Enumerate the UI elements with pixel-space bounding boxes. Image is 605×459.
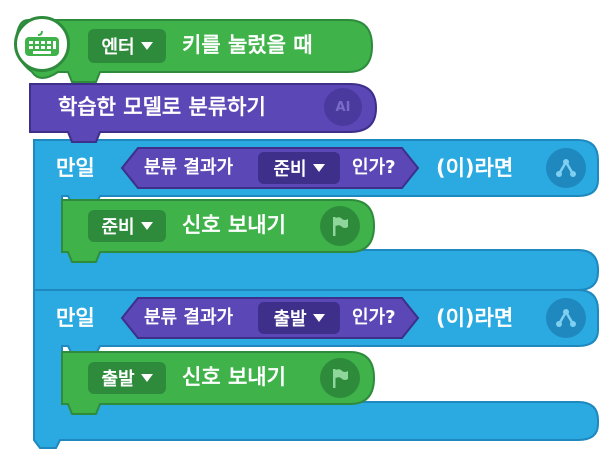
cond-dropdown-1[interactable]: 준비 [258, 152, 340, 184]
signal-dropdown-2[interactable]: 출발 [88, 362, 166, 394]
cond-prefix-2: 분류 결과가 [144, 307, 234, 328]
cond-dropdown-2[interactable]: 출발 [258, 302, 340, 334]
event-label: 키를 눌렀을 때 [182, 33, 313, 57]
key-dropdown[interactable]: 엔터 [88, 29, 166, 63]
cond-suffix-1: 인가? [352, 157, 396, 178]
chevron-down-icon [312, 314, 325, 322]
chevron-down-icon [140, 222, 153, 230]
signal-dropdown-1[interactable]: 준비 [88, 210, 166, 242]
key-dropdown-value: 엔터 [101, 37, 135, 58]
branch-icon [546, 298, 586, 338]
then-label-2: (이)라면 [436, 306, 514, 330]
keyboard-icon [14, 16, 70, 72]
then-label-1: (이)라면 [436, 156, 514, 180]
signal-label-2: 신호 보내기 [182, 365, 286, 389]
chevron-down-icon [140, 42, 153, 50]
ai-icon: AI [324, 88, 362, 126]
flag-icon [320, 206, 360, 246]
chevron-down-icon [140, 374, 153, 382]
cond-suffix-2: 인가? [352, 307, 396, 328]
ai-block-shape [29, 83, 378, 143]
branch-icon [546, 148, 586, 188]
if-label-2: 만일 [56, 306, 95, 330]
cond-prefix-1: 분류 결과가 [144, 157, 234, 178]
signal-label-1: 신호 보내기 [182, 213, 286, 237]
ai-block-label: 학습한 모델로 분류하기 [58, 95, 266, 119]
flag-icon [320, 358, 360, 398]
chevron-down-icon [312, 164, 325, 172]
if-label-1: 만일 [56, 156, 95, 180]
